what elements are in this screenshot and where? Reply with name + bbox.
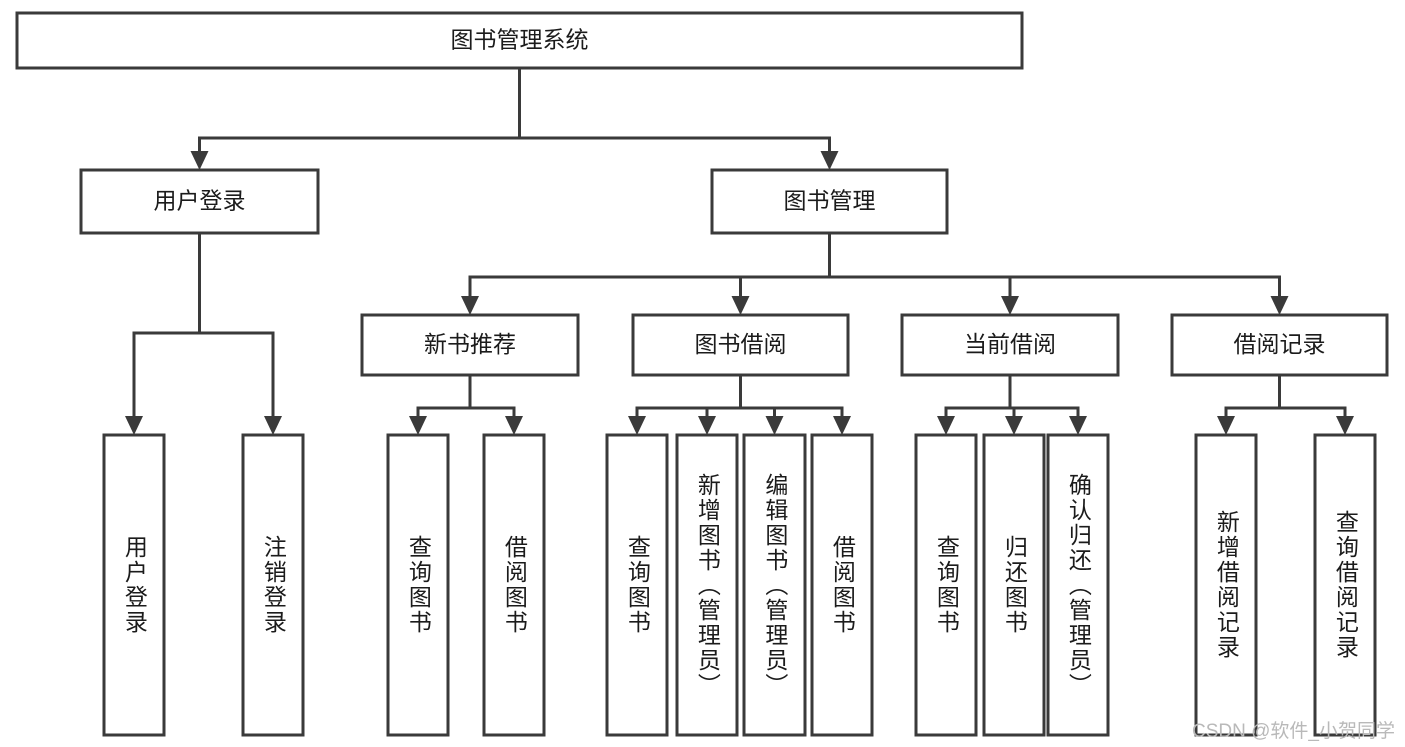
arrow-head xyxy=(1069,416,1087,435)
leaf-node-box[interactable] xyxy=(982,433,1046,737)
leaf-node-box[interactable] xyxy=(1313,433,1377,737)
level3-node-box[interactable] xyxy=(900,313,1120,377)
arrow-head xyxy=(628,416,646,435)
arrow-head xyxy=(1217,416,1235,435)
level2-node-label: 用户登录 xyxy=(154,188,246,214)
arrow-head xyxy=(264,416,282,435)
arrow-head xyxy=(461,296,479,315)
level2-node-box[interactable] xyxy=(79,168,320,235)
arrow-head xyxy=(505,416,523,435)
leaf-node-box[interactable] xyxy=(675,433,739,737)
level2-node-label: 图书管理 xyxy=(784,188,876,214)
arrow-head xyxy=(190,151,209,170)
arrow-head xyxy=(125,416,143,435)
arrow-head xyxy=(1336,416,1354,435)
level3-node-label: 图书借阅 xyxy=(695,331,787,357)
arrow-head xyxy=(820,151,839,170)
arrow-head xyxy=(937,416,955,435)
leaf-node-box[interactable] xyxy=(482,433,546,737)
arrow-head xyxy=(409,416,427,435)
leaf-node-box[interactable] xyxy=(605,433,669,737)
leaf-node-box[interactable] xyxy=(742,433,807,737)
arrow-head xyxy=(731,296,750,315)
leaf-node-box[interactable] xyxy=(241,433,305,737)
leaf-node-box[interactable] xyxy=(102,433,166,737)
connector-lines xyxy=(125,66,1354,435)
leaf-node-box[interactable] xyxy=(914,433,978,737)
leaf-node-box[interactable] xyxy=(1046,433,1110,737)
arrow-head xyxy=(1005,416,1023,435)
arrow-head xyxy=(765,416,784,435)
leaf-node-box[interactable] xyxy=(386,433,450,737)
level3-node-label: 新书推荐 xyxy=(424,331,516,357)
level3-node-box[interactable] xyxy=(360,313,580,377)
root-node-label: 图书管理系统 xyxy=(451,27,589,53)
arrow-head xyxy=(833,416,851,435)
root-node-box[interactable] xyxy=(15,11,1024,70)
arrow-head xyxy=(1270,296,1289,315)
arrow-head xyxy=(698,416,716,435)
level3-node-box[interactable] xyxy=(1170,313,1389,377)
csdn-watermark: CSDN @软件_小贺同学 xyxy=(1192,721,1395,742)
arrow-head xyxy=(1001,296,1019,315)
level3-node-label: 当前借阅 xyxy=(964,331,1056,357)
level2-node-box[interactable] xyxy=(710,168,949,235)
leaf-node-box[interactable] xyxy=(810,433,874,737)
level3-node-label: 借阅记录 xyxy=(1234,331,1326,357)
leaf-node-box[interactable] xyxy=(1194,433,1258,737)
node-boxes xyxy=(15,11,1389,737)
level3-node-box[interactable] xyxy=(631,313,850,377)
